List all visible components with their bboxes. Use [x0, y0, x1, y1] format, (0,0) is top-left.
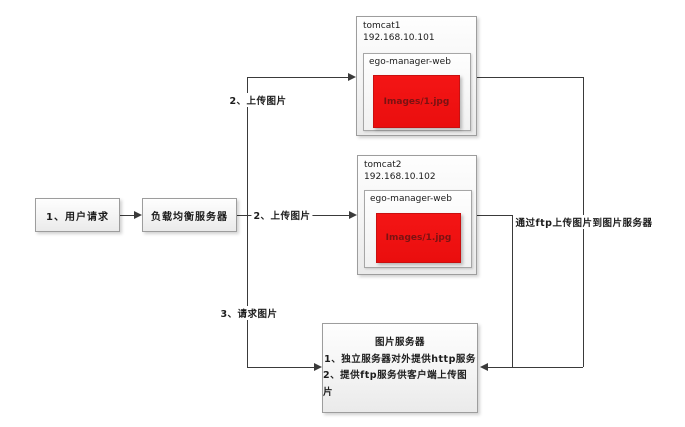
- tomcat1-ip: 192.168.10.101: [363, 33, 435, 43]
- connector-lb-to-image-server: [247, 367, 314, 368]
- tomcat1-app-label: ego-manager-web: [369, 57, 451, 67]
- image-server-title: 图片服务器: [374, 337, 425, 348]
- tomcat1-images-box: Images/1.jpg: [373, 75, 460, 128]
- connector-tomcat2-out: [477, 215, 512, 216]
- tomcat1-app-container: ego-manager-web Images/1.jpg: [363, 53, 471, 131]
- load-balancer-label: 负载均衡服务器: [151, 211, 228, 223]
- image-server-item2: 2、提供ftp服务供客户端上传图片: [323, 370, 468, 398]
- tomcat2-image-label: Images/1.jpg: [385, 233, 452, 243]
- tomcat2-title: tomcat2: [364, 160, 402, 170]
- tomcat1-image-label: Images/1.jpg: [383, 96, 450, 107]
- tomcat2-ip: 192.168.10.102: [364, 172, 436, 182]
- image-server-item1: 1、独立服务器对外提供http服务: [324, 353, 476, 365]
- node-user-request: 1、用户请求: [35, 198, 120, 232]
- tomcat2-app-container: ego-manager-web Images/1.jpg: [364, 190, 472, 268]
- edge-label-request-images: 3、请求图片: [218, 306, 280, 320]
- tomcat1-title: tomcat1: [363, 21, 401, 31]
- tomcat2-app-label: ego-manager-web: [370, 194, 452, 204]
- edge-label-ftp-note: 通过ftp上传图片到图片服务器: [513, 215, 655, 229]
- connector-user-to-lb: [120, 215, 134, 216]
- tomcat2-images-box: Images/1.jpg: [376, 213, 461, 263]
- connector-lb-to-tomcat1: [247, 77, 348, 78]
- user-request-label: 1、用户请求: [46, 211, 109, 223]
- arrowhead-into-image-server-left-icon: [314, 363, 322, 371]
- arrowhead-into-image-server-right-icon: [480, 363, 488, 371]
- arrowhead-into-load-balancer-icon: [134, 211, 142, 219]
- connector-trunk-vertical: [247, 77, 248, 367]
- arrowhead-into-tomcat1-icon: [348, 73, 356, 81]
- node-tomcat2: tomcat2 192.168.10.102 ego-manager-web I…: [357, 155, 477, 275]
- image-server-content: 图片服务器 1、独立服务器对外提供http服务 2、提供ftp服务供客户端上传图…: [323, 324, 477, 412]
- edge-label-upload-mid: 2、上传图片: [251, 208, 313, 222]
- arrowhead-into-tomcat2-icon: [349, 211, 357, 219]
- node-image-server: 图片服务器 1、独立服务器对外提供http服务 2、提供ftp服务供客户端上传图…: [322, 323, 478, 413]
- connector-into-image-server-right: [488, 367, 583, 368]
- connector-tomcat1-out: [477, 77, 583, 78]
- node-tomcat1: tomcat1 192.168.10.101 ego-manager-web I…: [356, 16, 477, 136]
- connector-tomcat2-down: [512, 215, 513, 367]
- node-load-balancer: 负载均衡服务器: [142, 198, 237, 232]
- edge-label-upload-top: 2、上传图片: [227, 93, 289, 107]
